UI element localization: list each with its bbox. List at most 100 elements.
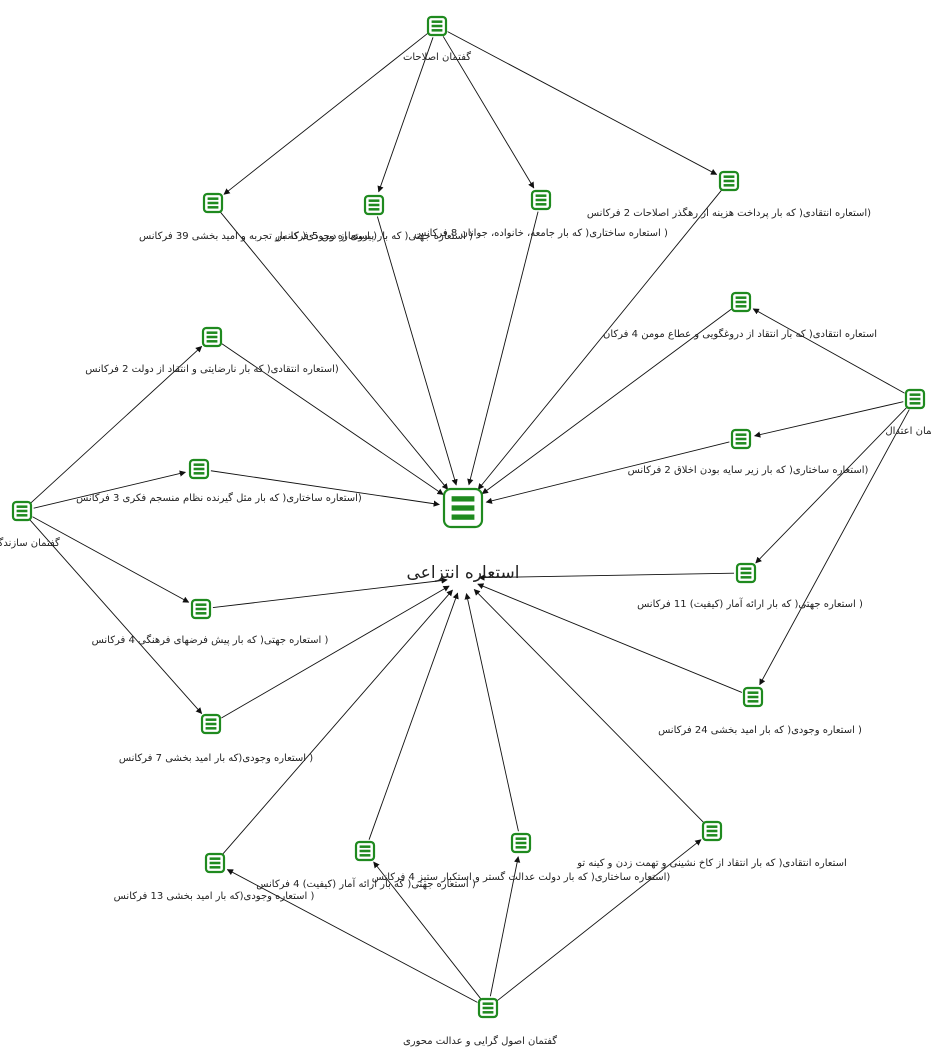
list-icon-line — [206, 331, 218, 334]
edge-n_l2-to-center — [210, 470, 440, 507]
list-icon-line — [205, 722, 217, 726]
list-icon-line — [706, 825, 718, 828]
node-icon-n_a3[interactable] — [530, 189, 552, 211]
edge-n_top-to-n_a2 — [377, 37, 434, 193]
node-icon-n_b1[interactable] — [204, 852, 226, 874]
list-icon-line — [515, 846, 527, 849]
list-icon-line — [451, 505, 475, 511]
node-label-n_l1: (استعاره انتقادی( که بار نارضایتی و انتق… — [85, 364, 339, 375]
list-icon-line — [735, 442, 747, 445]
list-icon-line — [740, 576, 752, 579]
list-icon-line — [195, 612, 207, 615]
list-icon-line — [193, 472, 205, 475]
node-icon-n_b2[interactable] — [354, 840, 376, 862]
edge-n_bottom-to-n_b2 — [373, 861, 481, 999]
list-icon-line — [909, 393, 921, 396]
list-icon-line — [16, 505, 28, 508]
list-icon-line — [207, 197, 219, 200]
edge-n_b2-to-center_label — [368, 592, 459, 840]
list-icon-line — [482, 1002, 494, 1005]
edge-n_right-to-n_r3 — [755, 407, 907, 564]
edge-n_right-to-n_r2 — [754, 401, 904, 438]
list-icon-line — [359, 849, 371, 853]
edge-n_r3-to-center_label — [478, 572, 735, 581]
list-icon-line — [747, 691, 759, 694]
node-label-n_b3: (استعاره ساختاری( که بار دولت عدالت گستر… — [372, 871, 671, 883]
node-icon-n_a2[interactable] — [363, 194, 385, 216]
list-icon-line — [535, 203, 547, 206]
list-icon-line — [909, 402, 921, 405]
list-icon-line — [706, 829, 718, 833]
node-icon-n_right[interactable] — [904, 388, 926, 410]
edge-n_r1-to-center — [481, 308, 732, 495]
node-label-n_r4: ( استعاره وجودی( که بار امید بخشی 24 فرک… — [658, 725, 862, 736]
list-icon-line — [209, 857, 221, 860]
node-icon-n_a1[interactable] — [202, 192, 224, 214]
node-icon-n_l4[interactable] — [200, 713, 222, 735]
node-icon-n_bottom[interactable] — [477, 997, 499, 1019]
node-label-n_r1: استعاره انتقادی( که بار انتقاد از دروغگو… — [603, 328, 877, 340]
list-icon-line — [747, 700, 759, 703]
list-icon-line — [16, 514, 28, 517]
node-icon-n_r2[interactable] — [730, 428, 752, 450]
edge-n_bottom-to-n_b4 — [497, 839, 702, 1001]
node-icon-n_l2[interactable] — [188, 458, 210, 480]
edge-n_l3-to-center_label — [212, 577, 448, 609]
list-icon-line — [195, 603, 207, 606]
node-icon-n_left[interactable] — [11, 500, 33, 522]
list-icon-line — [735, 300, 747, 304]
list-icon-line — [735, 437, 747, 441]
list-icon-line — [535, 198, 547, 202]
node-icon-n_b3[interactable] — [510, 832, 532, 854]
node-icon-n_top[interactable] — [426, 15, 448, 37]
node-label-n_l2: (استعاره ساختاری( که بار مثل گیرنده نظام… — [76, 492, 362, 504]
edge-n_bottom-to-n_b3 — [489, 856, 521, 997]
node-label-n_b4: استعاره انتقادی( که بار انتقاد از کاخ نش… — [576, 858, 847, 869]
list-icon-line — [207, 201, 219, 205]
list-icon-line — [735, 296, 747, 299]
edge-n_top-to-n_a4 — [447, 31, 718, 175]
list-icon-line — [431, 24, 443, 28]
list-icon-line — [723, 175, 735, 178]
node-label-n_left: گفتمان سازندگی — [0, 537, 60, 549]
node-icon-n_r4[interactable] — [742, 686, 764, 708]
node-label-n_a1: ( استعاره وجودی( که بار تجربه و امید بخش… — [139, 231, 377, 242]
node-label-n_a4: (استعاره انتقادی( که بار پرداخت هزینه از… — [587, 207, 871, 219]
center-node-icon[interactable] — [442, 487, 484, 529]
list-icon-line — [735, 305, 747, 308]
node-label-n_l4: ( استعاره وجودی(که بار امید بخشی 7 فرکان… — [119, 753, 313, 764]
node-label-n_b1: ( استعاره وجودی(که بار امید بخشی 13 فرکا… — [114, 891, 315, 902]
list-icon-line — [740, 567, 752, 570]
node-icon-n_b4[interactable] — [701, 820, 723, 842]
list-icon-line — [16, 509, 28, 513]
node-icon-n_a4[interactable] — [718, 170, 740, 192]
node-icon-n_l1[interactable] — [201, 326, 223, 348]
list-icon-line — [723, 184, 735, 187]
list-icon-line — [359, 854, 371, 857]
edge-n_l1-to-center — [221, 343, 444, 495]
list-icon-line — [482, 1006, 494, 1010]
list-icon-line — [451, 496, 475, 502]
list-icon-line — [747, 695, 759, 699]
list-icon-line — [195, 607, 207, 611]
list-icon-line — [482, 1011, 494, 1014]
list-icon-line — [368, 208, 380, 211]
node-icon-n_r3[interactable] — [735, 562, 757, 584]
list-icon-line — [431, 20, 443, 23]
node-icon-n_l3[interactable] — [190, 598, 212, 620]
node-label-n_r3: ( استعاره جهتی( که بار ارائه آمار (کیفیت… — [637, 597, 863, 610]
node-label-n_bottom: گفتمان اصول گرایی و عدالت محوری — [403, 1035, 557, 1047]
edge-n_a2-to-center — [376, 216, 458, 486]
node-icon-n_r1[interactable] — [730, 291, 752, 313]
edge-n_b4-to-center_label — [473, 588, 704, 823]
list-icon-line — [205, 718, 217, 721]
list-icon-line — [515, 841, 527, 845]
edge-n_a3-to-center — [467, 211, 539, 486]
list-icon-line — [515, 837, 527, 840]
list-icon-line — [740, 571, 752, 575]
edge-n_l4-to-center_label — [221, 585, 450, 719]
edge-n_left-to-n_l1 — [30, 346, 203, 504]
node-label-n_right: گفتمان اعتدال — [885, 425, 931, 437]
edge-n_b3-to-center_label — [464, 593, 519, 832]
